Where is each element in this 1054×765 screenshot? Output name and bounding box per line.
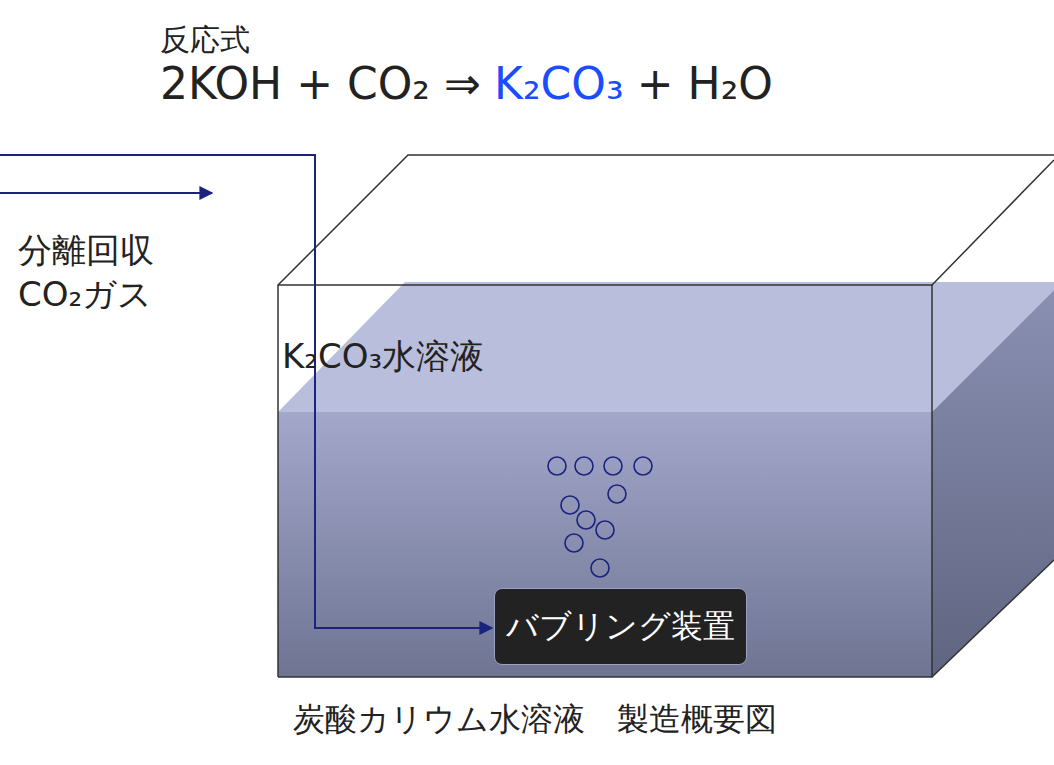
liquid-front bbox=[278, 412, 932, 677]
bubbler-label: バブリング装置 bbox=[506, 605, 735, 649]
heading: 反応式 bbox=[160, 20, 250, 61]
liquid-side bbox=[932, 290, 1054, 677]
caption: 炭酸カリウム水溶液 製造概要図 bbox=[293, 698, 777, 742]
flow-arrow bbox=[0, 192, 212, 194]
equation-product: K₂CO₃ bbox=[494, 58, 624, 109]
bubbles bbox=[548, 457, 652, 577]
equation-right: + H₂O bbox=[637, 58, 773, 109]
solution-label: K₂CO₃水溶液 bbox=[282, 334, 484, 380]
gas-label: 分離回収 CO₂ガス bbox=[18, 228, 188, 316]
gas-pipe bbox=[0, 155, 492, 628]
tank-outline bbox=[278, 155, 1054, 677]
liquid-surface bbox=[278, 282, 1054, 412]
solution-region: K₂CO₃水溶液バブリング装置 bbox=[278, 282, 1054, 677]
bubbler-box: バブリング装置 bbox=[494, 588, 747, 665]
equation-left: 2KOH + CO₂ ⇒ bbox=[160, 58, 481, 109]
reaction-equation: 2KOH + CO₂ ⇒ K₂CO₃ + H₂O bbox=[160, 58, 786, 109]
